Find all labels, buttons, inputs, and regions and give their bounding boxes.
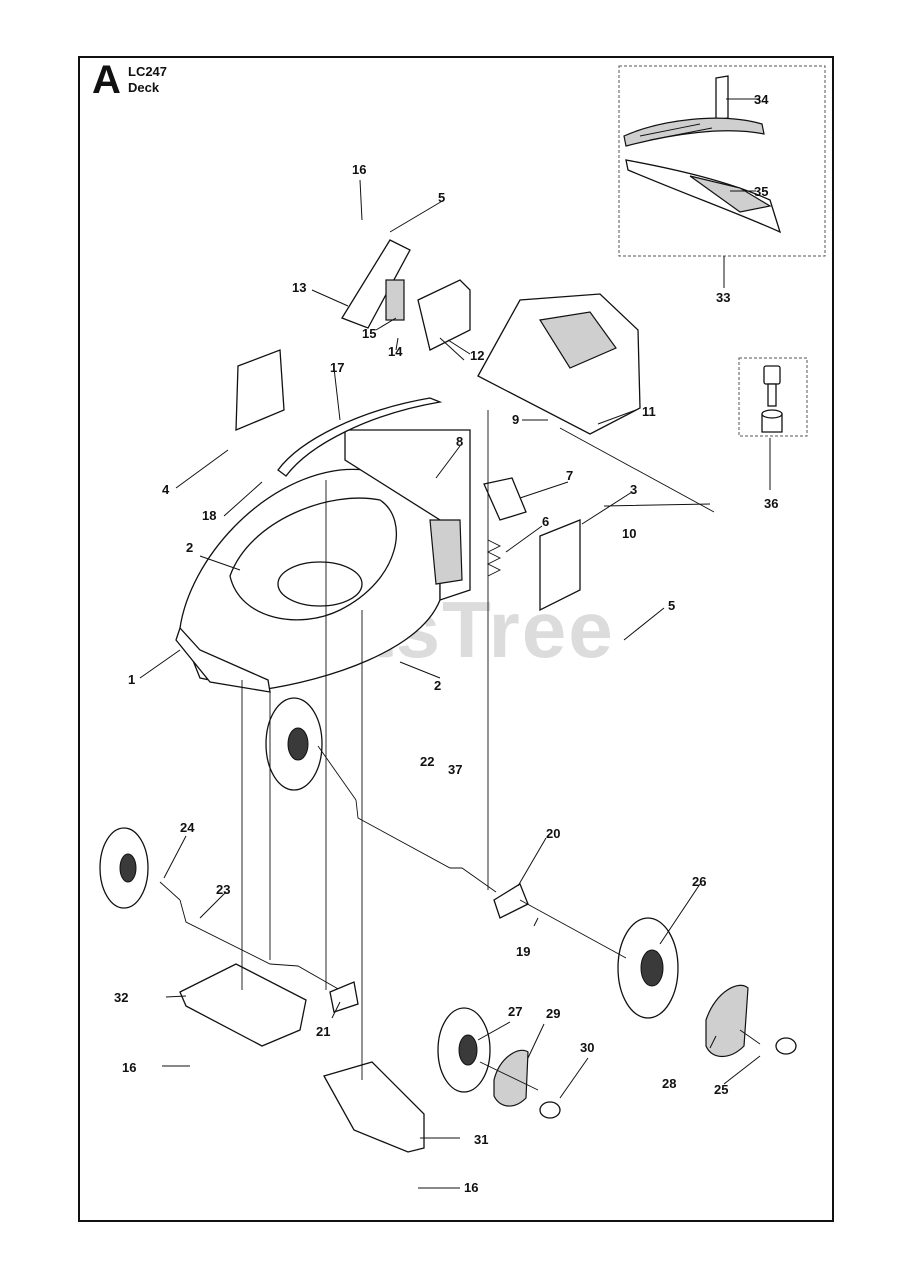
callout-22: 22 — [420, 754, 434, 769]
callout-5-lower: 5 — [668, 598, 675, 613]
callout-9: 9 — [512, 412, 519, 427]
callout-31: 31 — [474, 1132, 488, 1147]
rear-axle-part — [179, 899, 341, 991]
callout-12: 12 — [470, 348, 484, 363]
lever-bracket-part — [483, 477, 527, 521]
callout-34: 34 — [754, 92, 769, 107]
left-side-plate-part — [235, 349, 285, 431]
callout-32: 32 — [114, 990, 128, 1005]
flap-rod-part — [559, 427, 715, 513]
front-right-wheel-part — [437, 1007, 491, 1093]
bolt-kit-box — [738, 357, 808, 437]
callout-28: 28 — [662, 1076, 676, 1091]
callout-15: 15 — [362, 326, 376, 341]
callout-35: 35 — [754, 184, 768, 199]
callout-24: 24 — [180, 820, 195, 835]
section-letter: A — [92, 58, 121, 102]
right-side-plate-part — [539, 519, 581, 612]
callout-16-bottom: 16 — [464, 1180, 478, 1195]
callout-21: 21 — [316, 1024, 330, 1039]
diagram-frame — [78, 56, 834, 1222]
callout-25: 25 — [714, 1082, 728, 1097]
callout-23: 23 — [216, 882, 230, 897]
callout-18: 18 — [202, 508, 216, 523]
model-code: LC247 — [128, 64, 168, 79]
callout-5-upper: 5 — [438, 190, 445, 205]
deck-body-part — [175, 429, 471, 693]
callout-2-upper: 2 — [186, 540, 193, 555]
front-guard-part — [323, 1061, 425, 1153]
rear-right-wheel-part — [617, 917, 679, 1019]
rear-left-wheel-part — [99, 827, 149, 909]
section-name: Deck — [128, 80, 160, 95]
wheel-nut-cover-part — [775, 1037, 797, 1055]
axle-bracket-right-part — [493, 883, 529, 919]
callout-30: 30 — [580, 1040, 594, 1055]
callout-8: 8 — [456, 434, 463, 449]
rear-flap-part — [477, 293, 641, 435]
callout-16-top: 16 — [352, 162, 366, 177]
callout-3: 3 — [630, 482, 637, 497]
blade-kit-box — [618, 65, 826, 257]
callout-19: 19 — [516, 944, 530, 959]
callout-14: 14 — [388, 344, 403, 359]
callout-11: 11 — [642, 404, 656, 419]
rear-axle-bar-part — [277, 397, 443, 477]
bolt-kit-part — [761, 365, 783, 433]
callout-10: 10 — [622, 526, 636, 541]
rear-guard-part — [179, 963, 307, 1047]
axle-bracket-left-part — [329, 981, 359, 1013]
blade-part — [625, 159, 782, 234]
hub-cap-large-part — [705, 984, 749, 1058]
callout-37: 37 — [448, 762, 462, 777]
callout-16-left: 16 — [122, 1060, 136, 1075]
callout-27: 27 — [508, 1004, 522, 1019]
front-left-wheel-part — [265, 697, 323, 791]
callout-36: 36 — [764, 496, 778, 511]
callout-6: 6 — [542, 514, 549, 529]
callout-4: 4 — [162, 482, 170, 497]
blade-adapter-part — [623, 75, 765, 147]
callout-17: 17 — [330, 360, 344, 375]
callout-26: 26 — [692, 874, 706, 889]
hub-cap-small-part — [493, 1049, 529, 1107]
callout-20: 20 — [546, 826, 560, 841]
front-axle-part — [355, 799, 497, 893]
wheel-nut-cover-front-part — [539, 1101, 561, 1119]
height-adjust-lever-part — [341, 239, 471, 351]
callout-2-lower: 2 — [434, 678, 441, 693]
callout-29: 29 — [546, 1006, 560, 1021]
callout-1: 1 — [128, 672, 135, 687]
callout-7: 7 — [566, 468, 573, 483]
spring-part — [486, 539, 502, 577]
callout-33: 33 — [716, 290, 730, 305]
callout-13: 13 — [292, 280, 306, 295]
